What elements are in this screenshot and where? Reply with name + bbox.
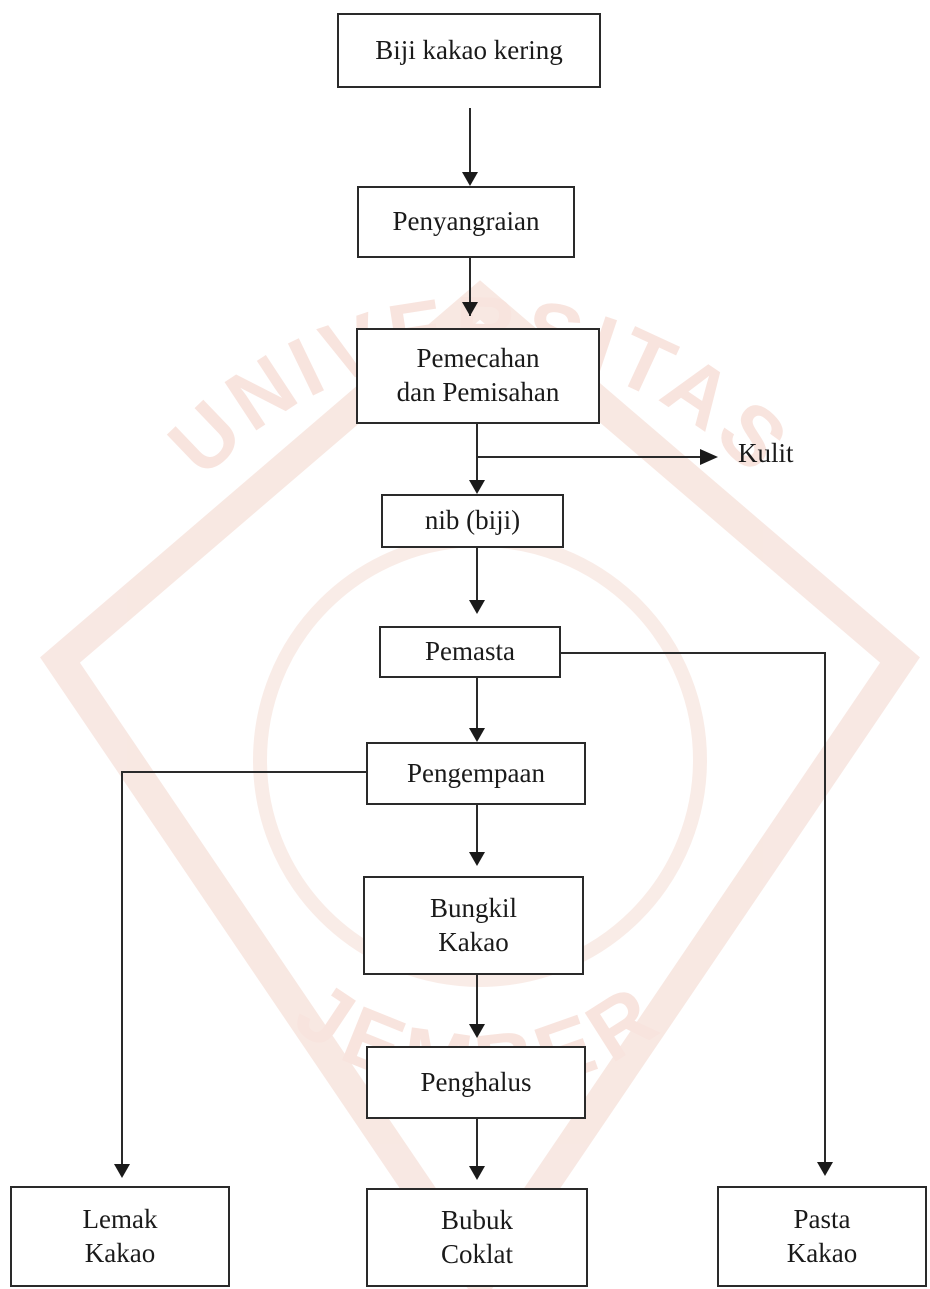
node-grinding-label: Penghalus bbox=[420, 1066, 532, 1097]
node-pasting-label: Pemasta bbox=[425, 636, 515, 667]
node-grinding: Penghalus bbox=[366, 1046, 586, 1119]
node-pressing-label: Pengempaan bbox=[407, 757, 545, 788]
node-breaking-separation: Pemecahan dan Pemisahan bbox=[356, 328, 600, 424]
node-dry-beans-label: Biji kakao kering bbox=[375, 34, 563, 65]
node-nib: nib (biji) bbox=[381, 494, 564, 548]
node-roasting-label: Penyangraian bbox=[392, 206, 540, 237]
node-pasting: Pemasta bbox=[379, 626, 561, 678]
node-paste-label: Pasta Kakao bbox=[786, 1203, 858, 1268]
output-shell-label: Kulit bbox=[738, 438, 794, 468]
node-pressing: Pengempaan bbox=[366, 742, 586, 805]
arrow-pressing-to-butter bbox=[121, 771, 366, 1164]
node-cocoa-paste: Pasta Kakao bbox=[717, 1186, 927, 1287]
node-powder-label: Bubuk Coklat bbox=[440, 1204, 513, 1269]
node-breaking-label: Pemecahan dan Pemisahan bbox=[396, 343, 560, 407]
node-roasting: Penyangraian bbox=[357, 186, 575, 258]
arrowheads bbox=[114, 172, 833, 1180]
node-cocoa-butter: Lemak Kakao bbox=[10, 1186, 230, 1287]
node-cocoa-cake: Bungkil Kakao bbox=[363, 876, 584, 975]
node-butter-label: Lemak Kakao bbox=[82, 1203, 158, 1268]
node-nib-label: nib (biji) bbox=[424, 505, 521, 536]
node-cocoa-powder: Bubuk Coklat bbox=[366, 1188, 588, 1287]
node-cake-label: Bungkil Kakao bbox=[429, 892, 517, 957]
node-dry-beans: Biji kakao kering bbox=[337, 13, 601, 88]
arrow-pasting-to-paste bbox=[561, 652, 826, 1162]
